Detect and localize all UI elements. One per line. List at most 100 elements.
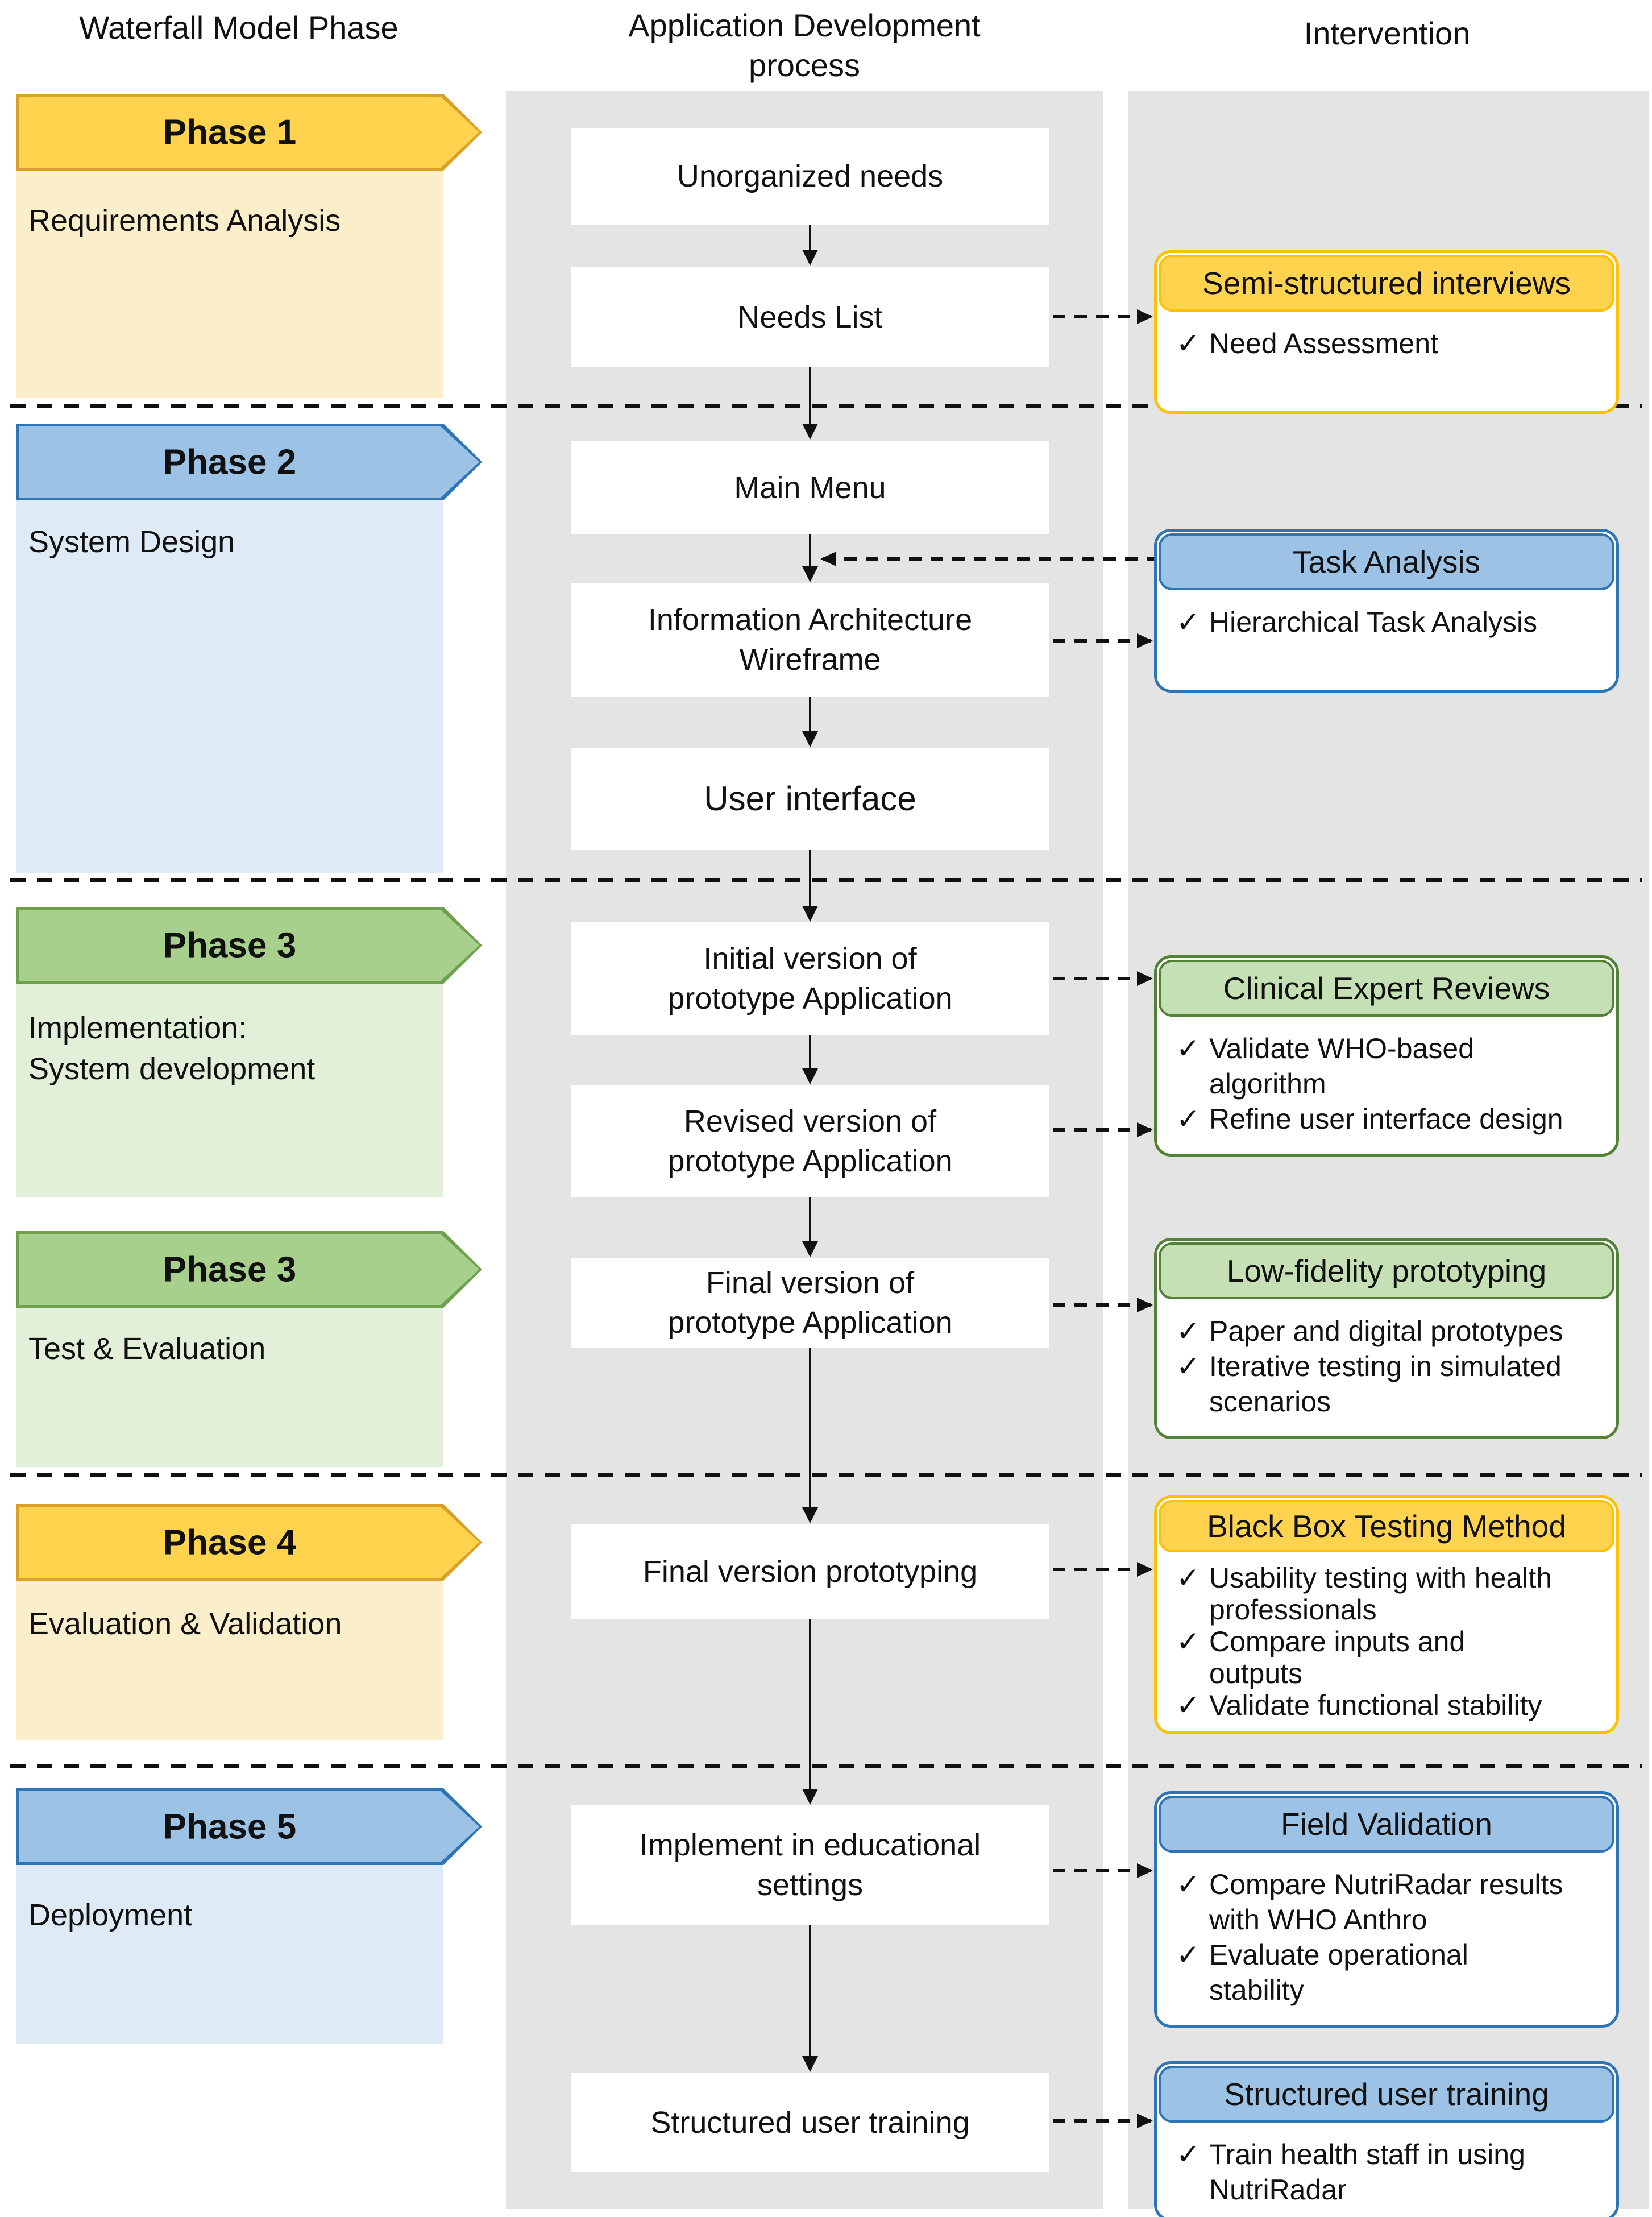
column-header-app-process: Application Development process (628, 7, 981, 83)
column-header-waterfall-phase: Waterfall Model Phase (79, 10, 399, 45)
check-item: ✓ Usability testing with health professi… (1176, 1562, 1553, 1626)
callout-title: Black Box Testing Method (1159, 1500, 1614, 1552)
phase-name: Deployment (28, 1898, 193, 1932)
flow-arrow-down (809, 850, 811, 919)
connector-arrow-task-analysis-back (823, 557, 1154, 561)
check-icon: ✓ (1176, 1626, 1200, 1657)
check-icon: ✓ (1176, 328, 1200, 359)
phase-banner-label: Phase 4 (163, 1523, 297, 1562)
flow-arrow-down (809, 534, 811, 580)
callout-title: Structured user training (1159, 2066, 1614, 2123)
phase-banner-label: Phase 3 (163, 1250, 297, 1289)
phase-name: Implementation: System development (28, 1011, 316, 1086)
callout-title: Semi-structured interviews (1159, 255, 1614, 312)
banner-shape (19, 1791, 479, 1862)
phase-name: Test & Evaluation (28, 1332, 266, 1366)
phase-block-3a: Implementation: System development (16, 984, 443, 1197)
callout-low-fidelity-prototyping: Low-fidelity prototyping ✓ Paper and dig… (1154, 1238, 1619, 1439)
flow-arrow-down (809, 1619, 811, 1802)
flow-arrow-down (809, 225, 811, 263)
banner-shape (19, 97, 479, 168)
phase-banner-label: Phase 2 (163, 442, 297, 482)
process-box-final-version: Final version of prototype Application (571, 1258, 1049, 1348)
connector-arrow-implement (1053, 1869, 1151, 1872)
connector-arrow-needs-list (1053, 315, 1151, 318)
check-item: ✓ Refine user interface design (1176, 1101, 1599, 1137)
phase-separator (10, 404, 1642, 408)
connector-arrow-initial-version (1053, 977, 1151, 980)
process-box-implement-educational: Implement in educational settings (571, 1805, 1049, 1925)
check-icon: ✓ (1176, 606, 1200, 638)
phase-name: Requirements Analysis (28, 204, 341, 238)
check-item: ✓ Train health staff in using NutriRadar (1176, 2137, 1599, 2207)
phase-separator (10, 1473, 1642, 1477)
check-item: ✓ Validate WHO-based algorithm (1176, 1031, 1599, 1101)
callout-semi-structured-interviews: Semi-structured interviews ✓ Need Assess… (1154, 250, 1619, 414)
phase-name: Evaluation & Validation (28, 1607, 342, 1641)
phase-banner-1: Phase 1 (16, 94, 482, 171)
connector-arrow-final-prototyping (1053, 1568, 1151, 1571)
process-box-revised-version: Revised version of prototype Application (571, 1085, 1049, 1197)
check-item: ✓ Hierarchical Task Analysis (1176, 604, 1599, 640)
phase-block-3b: Test & Evaluation (16, 1308, 443, 1467)
check-item: ✓ Need Assessment (1176, 326, 1599, 361)
phase-banner-4: Phase 4 (16, 1504, 482, 1581)
check-icon: ✓ (1176, 2139, 1200, 2170)
flow-arrow-down (809, 697, 811, 745)
process-box-initial-version: Initial version of prototype Application (571, 922, 1049, 1035)
phase-banner-3b: Phase 3 (16, 1231, 482, 1308)
callout-field-validation: Field Validation ✓ Compare NutriRadar re… (1154, 1791, 1619, 2028)
check-item: ✓ Paper and digital prototypes (1176, 1313, 1599, 1349)
phase-block-2: System Design (16, 500, 443, 873)
callout-task-analysis: Task Analysis ✓ Hierarchical Task Analys… (1154, 529, 1619, 693)
phase-separator (10, 878, 1642, 882)
check-icon: ✓ (1176, 1033, 1200, 1064)
check-icon: ✓ (1176, 1315, 1200, 1347)
check-item: ✓ Validate functional stability (1176, 1689, 1542, 1721)
callout-black-box-testing: Black Box Testing Method ✓ Usability tes… (1154, 1495, 1619, 1734)
phase-block-1: Requirements Analysis (16, 171, 443, 398)
process-box-needs-list: Needs List (571, 267, 1049, 367)
process-box-info-architecture: Information Architecture Wireframe (571, 583, 1049, 697)
callout-title: Clinical Expert Reviews (1159, 960, 1614, 1017)
process-box-structured-training: Structured user training (571, 2073, 1049, 2172)
connector-arrow-revised-version (1053, 1128, 1151, 1132)
check-icon: ✓ (1176, 1350, 1200, 1382)
flow-arrow-down (809, 1348, 811, 1521)
connector-arrow-final-version (1053, 1303, 1151, 1307)
callout-title: Field Validation (1159, 1796, 1614, 1853)
check-item: ✓ Iterative testing in simulated scenari… (1176, 1349, 1599, 1419)
check-item: ✓ Evaluate operational stability (1176, 1937, 1599, 2008)
banner-shape (19, 1507, 479, 1578)
banner-shape (19, 910, 479, 981)
phase-banner-label: Phase 1 (163, 113, 297, 152)
callout-clinical-expert-reviews: Clinical Expert Reviews ✓ Validate WHO-b… (1154, 955, 1619, 1157)
check-icon: ✓ (1176, 1689, 1200, 1721)
flow-arrow-down (809, 1197, 811, 1255)
check-icon: ✓ (1176, 1939, 1200, 1971)
process-box-user-interface: User interface (571, 748, 1049, 850)
callout-title: Task Analysis (1159, 533, 1614, 590)
phase-name: System Design (28, 525, 235, 559)
phase-banner-3a: Phase 3 (16, 907, 482, 984)
flow-arrow-down (809, 1035, 811, 1082)
callout-structured-user-training: Structured user training ✓ Train health … (1154, 2061, 1619, 2217)
connector-arrow-training (1053, 2119, 1151, 2123)
connector-arrow-info-architecture (1053, 639, 1151, 643)
phase-separator (10, 1764, 1642, 1768)
process-box-final-prototyping: Final version prototyping (571, 1524, 1049, 1619)
process-box-unorganized-needs: Unorganized needs (571, 128, 1049, 225)
phase-block-5: Deployment (16, 1865, 443, 2044)
phase-banner-label: Phase 3 (163, 926, 297, 965)
flow-arrow-down (809, 1925, 811, 2070)
phase-banner-label: Phase 5 (163, 1807, 297, 1846)
banner-shape (19, 1234, 479, 1305)
flow-arrow-down (809, 367, 811, 437)
check-icon: ✓ (1176, 1562, 1200, 1594)
phase-banner-2: Phase 2 (16, 424, 482, 500)
process-box-main-menu: Main Menu (571, 441, 1049, 534)
banner-shape (19, 426, 479, 498)
phase-banner-5: Phase 5 (16, 1788, 482, 1865)
phase-block-4: Evaluation & Validation (16, 1581, 443, 1740)
